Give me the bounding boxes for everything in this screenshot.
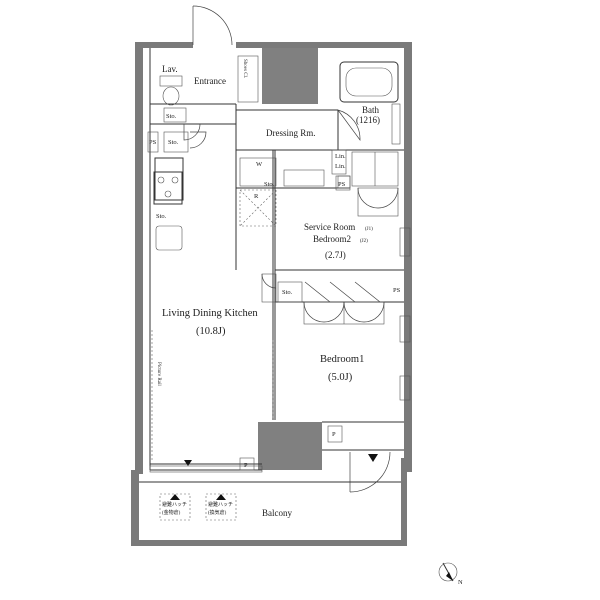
right-windows [399, 227, 411, 401]
pillar-top [262, 48, 318, 104]
entry-storage-label: Sto. [168, 139, 179, 146]
stove [153, 171, 183, 205]
shoes-closet-label: Shoes Cl. [242, 59, 247, 78]
lav-door[interactable] [183, 123, 201, 141]
bath-fixtures [339, 61, 401, 145]
shoes-closet [237, 55, 259, 103]
ps-right-label: PS [393, 287, 401, 294]
parking-point-label-2: P [244, 462, 248, 469]
entrance-door[interactable] [192, 5, 233, 46]
dressing-storage [283, 169, 325, 187]
bedroom1-closet [303, 281, 385, 325]
parking-point-label-1: P [332, 431, 336, 438]
bath-label: Bath [362, 105, 379, 115]
bedroom2-label: Bedroom2 [313, 234, 351, 244]
entrance-label: Entrance [194, 76, 226, 86]
bedroom2-closet [351, 151, 399, 217]
bath-door[interactable] [337, 109, 361, 142]
ldk-sliding-door[interactable] [261, 273, 277, 303]
toilet [159, 75, 183, 106]
compass [438, 562, 458, 582]
dressing-storage-label: Sto. [264, 181, 275, 188]
bedroom2-note: (J2) [360, 239, 368, 244]
evacuation-hatches [159, 493, 237, 521]
service-room-label: Service Room [304, 222, 355, 232]
ldk-label: Living Dining Kitchen [162, 308, 258, 319]
hatch-2-top: 避難ハッチ [208, 501, 233, 508]
bedroom1-balcony-door[interactable] [349, 451, 391, 493]
kitchen-sink [155, 225, 183, 251]
hatch-2-bottom: (換気倉) [208, 509, 227, 516]
washer-label: W [256, 161, 263, 168]
hatch-1-top: 避難ハッチ [162, 501, 187, 508]
bedroom-storage-label: Sto. [282, 289, 293, 296]
bath-size-label: (1216) [356, 115, 380, 125]
service-room-note: (J1) [365, 227, 373, 232]
balcony-door[interactable] [149, 460, 263, 473]
lav-storage-label: Sto. [166, 113, 177, 120]
picture-rail-label: Picture Rail [156, 362, 161, 386]
exterior-walls [131, 42, 412, 546]
storage-door[interactable] [189, 131, 207, 149]
bedroom1-label: Bedroom1 [320, 354, 364, 365]
lav-label: Lav. [162, 64, 178, 74]
linen-label-2: Lin. [335, 163, 346, 170]
ps-left-label: PS [149, 139, 157, 146]
balcony-label: Balcony [262, 508, 292, 518]
fridge-space [239, 189, 277, 227]
bedroom1-area: (5.0J) [328, 372, 353, 383]
fridge-label: R [254, 193, 259, 200]
ldk-area: (10.8J) [196, 326, 226, 337]
pillar-bottom [258, 422, 322, 470]
kitchen-counter [154, 157, 184, 201]
compass-north-label: N [458, 579, 463, 586]
dressing-label: Dressing Rm. [266, 128, 316, 138]
washer-space [239, 157, 277, 187]
linen-label-1: Lin. [335, 153, 346, 160]
ps-mid-label: PS [338, 181, 346, 188]
hatch-1-bottom: (金物倉) [162, 509, 181, 516]
bedroom2-area: (2.7J) [325, 250, 346, 260]
kitchen-storage-label: Sto. [156, 213, 167, 220]
